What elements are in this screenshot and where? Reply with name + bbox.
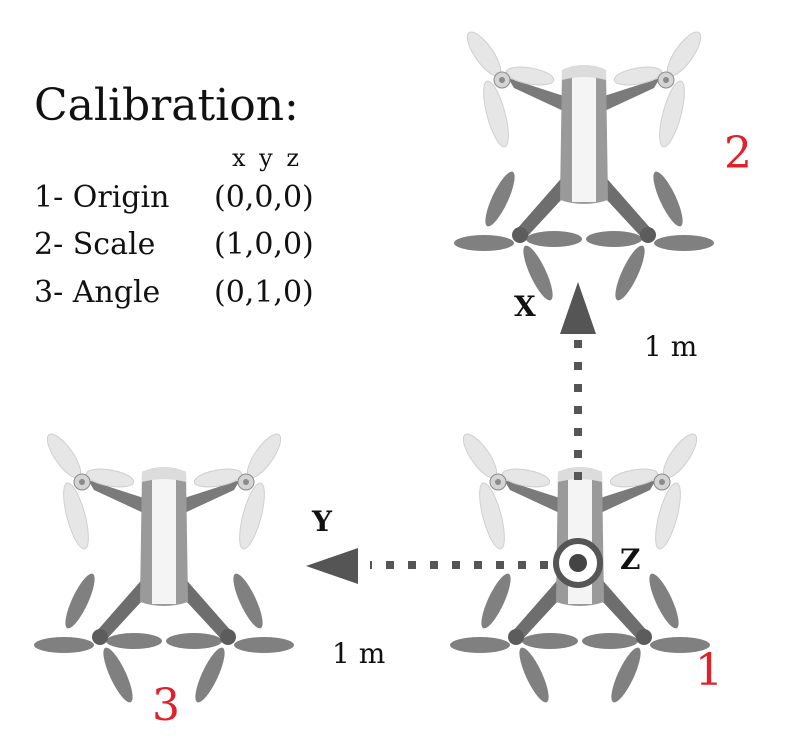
drone-1-number: 1 xyxy=(695,645,723,696)
row-label: 2- Scale xyxy=(34,227,156,262)
z-axis-label: Z xyxy=(620,543,641,576)
drone-3-number: 3 xyxy=(152,680,180,731)
calibration-row-origin: 1- Origin (0,0,0) xyxy=(34,180,314,215)
coord-header: x y z xyxy=(232,144,299,172)
row-coords: (0,1,0) xyxy=(214,275,314,310)
drone-2 xyxy=(453,27,715,305)
row-coords: (1,0,0) xyxy=(214,227,314,262)
row-label: 3- Angle xyxy=(34,275,161,310)
y-axis-label: Y xyxy=(312,505,332,538)
z-axis-marker xyxy=(553,538,603,588)
drone-3 xyxy=(33,429,295,707)
calibration-title: Calibration: xyxy=(34,80,299,131)
y-axis-arrowhead xyxy=(306,548,358,584)
row-coords: (0,0,0) xyxy=(214,180,314,215)
calibration-row-scale: 2- Scale (1,0,0) xyxy=(34,227,314,262)
x-distance-label: 1 m xyxy=(644,330,698,363)
calibration-row-angle: 3- Angle (0,1,0) xyxy=(34,275,314,310)
x-axis-label: X xyxy=(514,290,536,323)
row-label: 1- Origin xyxy=(34,180,170,215)
x-axis-arrowhead xyxy=(560,282,596,334)
drone-2-number: 2 xyxy=(724,128,752,179)
y-distance-label: 1 m xyxy=(332,637,386,670)
